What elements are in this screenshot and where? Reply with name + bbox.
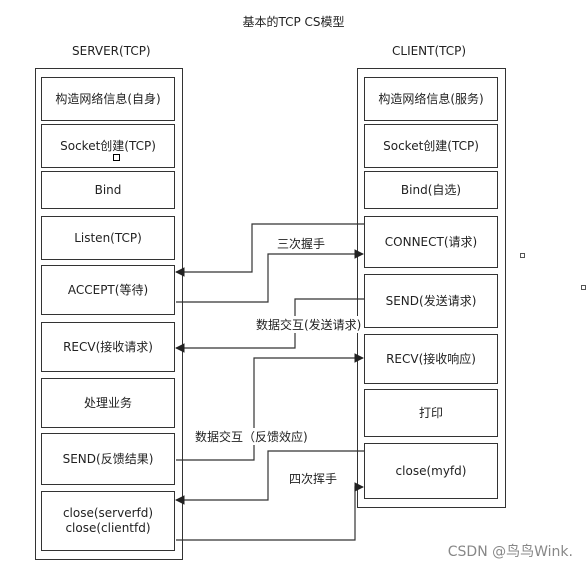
server-box-socket: Socket创建(TCP): [41, 124, 175, 168]
server-column-label: SERVER(TCP): [72, 44, 151, 58]
arrow-wave-to-client: [176, 482, 364, 541]
selection-handle[interactable]: [113, 154, 120, 161]
arrow-handshake-to-server: [175, 223, 364, 277]
label-exchange-request: 数据交互(发送请求): [255, 316, 363, 333]
server-box-listen: Listen(TCP): [41, 216, 175, 260]
server-box-send: SEND(反馈结果): [41, 433, 175, 485]
client-box-print: 打印: [364, 389, 498, 437]
resize-handle-top[interactable]: [520, 253, 525, 258]
client-box-close: close(myfd): [364, 443, 498, 499]
label-handshake: 三次握手: [276, 235, 327, 252]
server-box-recv: RECV(接收请求): [41, 322, 175, 372]
arrow-response-to-client: [176, 353, 364, 461]
server-column-frame: [35, 68, 183, 560]
client-box-send: SEND(发送请求): [364, 274, 498, 328]
server-box-init: 构造网络信息(自身): [41, 77, 175, 121]
client-box-init: 构造网络信息(服务): [364, 77, 498, 121]
client-column-label: CLIENT(TCP): [392, 44, 467, 58]
arrow-wave-to-server: [175, 450, 364, 505]
server-box-process: 处理业务: [41, 378, 175, 428]
client-box-bind: Bind(自选): [364, 171, 498, 209]
client-box-connect: CONNECT(请求): [364, 216, 498, 268]
client-box-socket: Socket创建(TCP): [364, 124, 498, 168]
diagram-title: 基本的TCP CS模型: [242, 15, 345, 29]
resize-handle-right[interactable]: [581, 285, 586, 290]
server-box-close: close(serverfd) close(clientfd): [41, 491, 175, 551]
label-wave: 四次挥手: [288, 470, 339, 487]
watermark: CSDN @鸟鸟Wink.: [447, 544, 573, 560]
server-box-bind: Bind: [41, 171, 175, 209]
arrow-handshake-to-client: [176, 249, 364, 303]
label-exchange-response: 数据交互（反馈效应): [194, 428, 309, 445]
client-column-frame: [357, 68, 506, 508]
client-box-recv: RECV(接收响应): [364, 334, 498, 384]
server-box-accept: ACCEPT(等待): [41, 265, 175, 315]
